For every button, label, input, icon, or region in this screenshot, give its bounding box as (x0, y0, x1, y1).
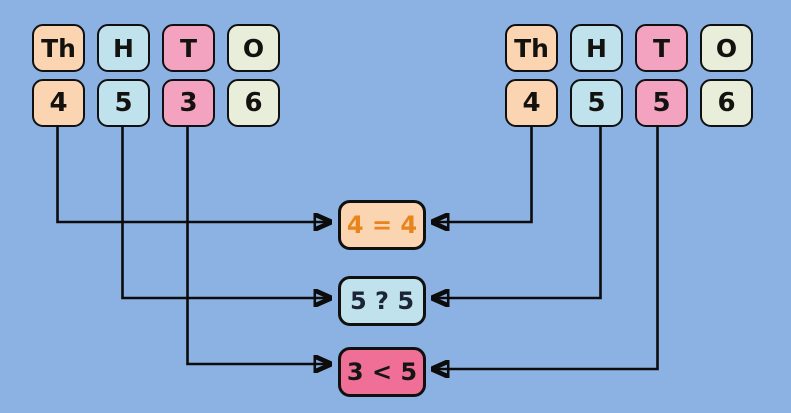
left-header-tens: T (162, 24, 215, 72)
comparison-thousands: 4 = 4 (338, 200, 426, 250)
wire-left-tens (186, 127, 332, 364)
wire-right-tens (432, 127, 659, 369)
right-header-hundreds: H (570, 24, 623, 72)
left-header-ones: O (227, 24, 280, 72)
wire-right-hundreds (432, 127, 602, 298)
wire-right-thousands (432, 127, 533, 222)
left-header-hundreds: H (97, 24, 150, 72)
left-digit-ones: 6 (227, 79, 280, 127)
right-digit-thousands: 4 (505, 79, 558, 127)
left-digit-hundreds: 5 (97, 79, 150, 127)
left-digit-tens: 3 (162, 79, 215, 127)
wire-left-hundreds (121, 127, 332, 298)
right-header-tens: T (635, 24, 688, 72)
right-header-ones: O (700, 24, 753, 72)
right-digit-tens: 5 (635, 79, 688, 127)
left-header-thousands: Th (32, 24, 85, 72)
right-header-thousands: Th (505, 24, 558, 72)
comparison-hundreds: 5 ? 5 (338, 276, 426, 326)
left-digit-thousands: 4 (32, 79, 85, 127)
right-digit-ones: 6 (700, 79, 753, 127)
comparison-tens: 3 < 5 (338, 347, 426, 397)
right-digit-hundreds: 5 (570, 79, 623, 127)
wire-left-thousands (56, 127, 332, 222)
